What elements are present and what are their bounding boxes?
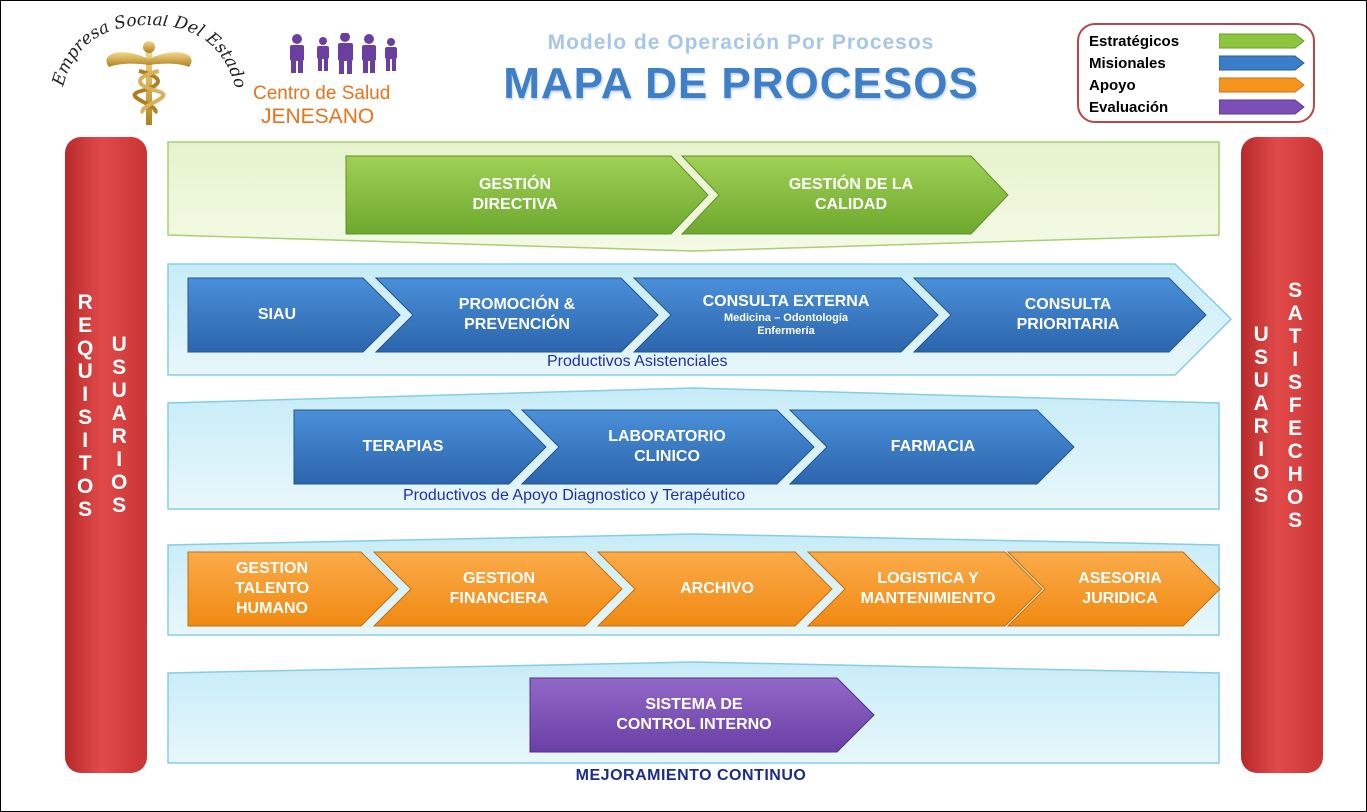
green-arrow-icon xyxy=(1219,33,1305,49)
blue-arrow-icon xyxy=(1219,55,1305,71)
vertical-letter: I xyxy=(82,383,89,406)
vertical-letter: R xyxy=(1253,415,1269,438)
vertical-letter: I xyxy=(1292,348,1299,371)
vertical-letter: A xyxy=(1287,302,1303,325)
vertical-letter: S xyxy=(78,498,93,521)
clinic-logo: Centro de Salud JENESANO xyxy=(251,33,441,128)
band-label: Productivos de Apoyo Diagnostico y Terap… xyxy=(403,487,746,504)
vertical-letter: S xyxy=(78,406,93,429)
vertical-letter: S xyxy=(1254,346,1269,369)
band-label: Productivos Asistenciales xyxy=(547,353,728,370)
legend-item-apoyo: Apoyo xyxy=(1089,75,1309,97)
legend-item-misionales: Misionales xyxy=(1089,53,1309,75)
legend-label: Apoyo xyxy=(1089,77,1136,94)
legend-item-estrategicos: Estratégicos xyxy=(1089,31,1309,53)
vertical-letter: R xyxy=(111,425,127,448)
process-label: SIAU xyxy=(257,306,297,323)
vertical-letter: S xyxy=(1254,484,1269,507)
clinic-name-line2: JENESANO xyxy=(261,105,375,128)
process-consulta-externa[interactable]: CONSULTA EXTERNA Medicina – Odontología … xyxy=(633,277,939,353)
vertical-letter: Q xyxy=(77,337,94,360)
vertical-letter: T xyxy=(1288,325,1302,348)
process-siau[interactable]: SIAU xyxy=(187,277,401,353)
vertical-letter: O xyxy=(1253,461,1270,484)
vertical-letter: S xyxy=(1288,279,1303,302)
vertical-letter: E xyxy=(1288,417,1303,440)
vertical-letter: F xyxy=(1288,394,1302,417)
vertical-letter: O xyxy=(77,475,94,498)
vertical-letter: O xyxy=(1287,486,1304,509)
vertical-letter: U xyxy=(77,360,93,383)
process-label: ARCHIVO xyxy=(680,580,754,597)
vertical-letter: T xyxy=(78,452,92,475)
legend: Estratégicos Misionales Apoyo Evaluación xyxy=(1077,23,1315,123)
process-label: PROMOCIÓN &PREVENCIÓN xyxy=(458,296,576,333)
orange-arrow-icon xyxy=(1219,77,1305,93)
legend-label: Misionales xyxy=(1089,55,1166,72)
process-farmacia[interactable]: FARMACIA xyxy=(789,409,1075,485)
legend-item-evaluacion: Evaluación xyxy=(1089,97,1309,119)
vertical-letter: I xyxy=(116,448,123,471)
vertical-letter: I xyxy=(1258,438,1265,461)
process-label: FARMACIA xyxy=(890,438,976,455)
vertical-letter: H xyxy=(1287,463,1303,486)
vertical-letter: S xyxy=(1288,509,1303,532)
process-label: CONSULTA EXTERNA Medicina – Odontología … xyxy=(702,293,870,337)
vertical-letter: C xyxy=(1287,440,1303,463)
vertical-letter: U xyxy=(111,379,127,402)
vertical-letter: U xyxy=(111,333,127,356)
vertical-letter: I xyxy=(82,429,89,452)
process-label: TERAPIAS xyxy=(362,438,444,455)
process-promocion-prevencion[interactable]: PROMOCIÓN &PREVENCIÓN xyxy=(375,277,659,353)
vertical-letter: U xyxy=(1253,323,1269,346)
process-archivo[interactable]: ARCHIVO xyxy=(597,551,833,627)
vertical-letter: S xyxy=(112,356,127,379)
page-subtitle: Modelo de Operación Por Procesos xyxy=(547,31,935,54)
purple-arrow-icon xyxy=(1219,99,1305,115)
vertical-letter: E xyxy=(78,314,93,337)
legend-label: Estratégicos xyxy=(1089,33,1180,50)
vertical-letter: R xyxy=(77,291,93,314)
clinic-name-line1: Centro de Salud xyxy=(253,83,391,104)
vertical-letter: S xyxy=(112,494,127,517)
family-icon xyxy=(290,33,397,74)
process-terapias[interactable]: TERAPIAS xyxy=(293,409,547,485)
vertical-letter: O xyxy=(111,471,128,494)
footer-mejoramiento-continuo: MEJORAMIENTO CONTINUO xyxy=(575,767,807,784)
page-title: MAPA DE PROCESOS xyxy=(503,59,979,108)
seal-logo: Empresa Social Del Estado xyxy=(48,10,250,127)
vertical-letter: A xyxy=(1253,392,1269,415)
vertical-letter: A xyxy=(111,402,127,425)
legend-label: Evaluación xyxy=(1089,99,1169,116)
vertical-letter: U xyxy=(1253,369,1269,392)
vertical-letter: S xyxy=(1288,371,1303,394)
